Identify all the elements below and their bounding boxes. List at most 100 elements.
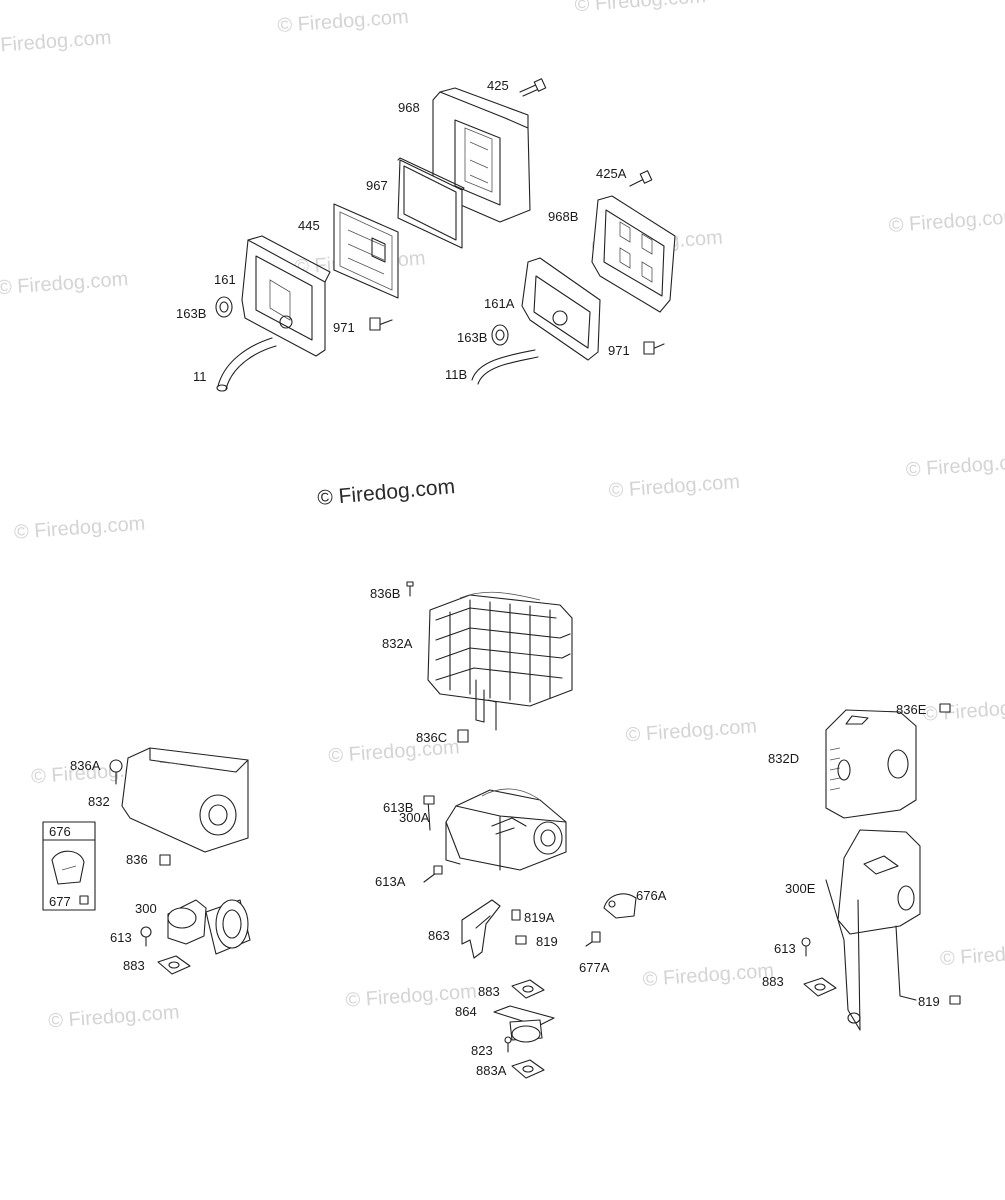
label-300A: 300A <box>399 810 430 825</box>
label-968B: 968B <box>548 209 578 224</box>
label-677: 677 <box>49 894 71 909</box>
label-967: 967 <box>366 178 388 193</box>
label-864: 864 <box>455 1004 477 1019</box>
label-968: 968 <box>398 100 420 115</box>
label-971: 971 <box>333 320 355 335</box>
air-cleaner-cover-968B[interactable] <box>591 195 676 313</box>
label-836E: 836E <box>896 702 927 717</box>
exhaust-elbow-300[interactable] <box>167 899 251 955</box>
gasket-883-b[interactable] <box>511 979 545 999</box>
label-677A: 677A <box>579 960 610 975</box>
label-836C: 836C <box>416 730 447 745</box>
screw-819A[interactable] <box>511 909 521 921</box>
part-labels: 425 968 967 445 161 163B 971 11 425A 968… <box>49 78 940 1078</box>
watermark: © Firedog.com <box>13 513 146 544</box>
label-613: 613 <box>110 930 132 945</box>
watermark: © Firedog.com <box>277 6 410 37</box>
label-832A: 832A <box>382 636 413 651</box>
screw-819[interactable] <box>515 935 527 945</box>
watermark: © Firedog.com <box>574 0 707 16</box>
filter-element-445[interactable] <box>333 203 399 299</box>
watermark: © Firedog.com <box>0 27 112 58</box>
kit-box-676[interactable] <box>42 821 96 911</box>
screw-677A[interactable] <box>585 931 601 947</box>
label-613B: 613B <box>383 800 413 815</box>
label-832: 832 <box>88 794 110 809</box>
label-819: 819 <box>536 934 558 949</box>
breather-tube-11B[interactable] <box>471 349 539 385</box>
watermark: © Firedog.com <box>888 206 1005 237</box>
label-425A: 425A <box>596 166 627 181</box>
label-863: 863 <box>428 928 450 943</box>
label-883: 883 <box>123 958 145 973</box>
label-11: 11 <box>193 369 207 384</box>
label-613A: 613A <box>375 874 406 889</box>
watermark: © Firedog.com <box>625 715 758 746</box>
air-cleaner-base-161A[interactable] <box>521 257 601 361</box>
center-watermark: © Firedog.com <box>316 475 456 510</box>
screw-971[interactable] <box>369 317 393 331</box>
gasket-163B-b[interactable] <box>491 324 509 346</box>
label-11B: 11B <box>445 367 467 382</box>
screw-836C[interactable] <box>457 729 469 743</box>
label-883: 883 <box>478 984 500 999</box>
watermark: © Firedog.com <box>939 939 1005 970</box>
screw-836[interactable] <box>159 854 171 866</box>
screw-836E[interactable] <box>939 703 951 713</box>
label-445: 445 <box>298 218 320 233</box>
screw-971-b[interactable] <box>643 341 665 355</box>
label-836A: 836A <box>70 758 101 773</box>
watermark: © Firedog.com <box>48 1001 181 1032</box>
screw-836A[interactable] <box>109 759 123 785</box>
breather-tube-11[interactable] <box>216 337 277 392</box>
screw-613B[interactable] <box>423 795 435 831</box>
screw-836B[interactable] <box>406 581 414 597</box>
prefilter-967[interactable] <box>397 157 465 249</box>
muffler-300E[interactable] <box>825 829 921 1031</box>
label-676A: 676A <box>636 888 667 903</box>
label-819: 819 <box>918 994 940 1009</box>
label-823: 823 <box>471 1043 493 1058</box>
watermark: © Firedog.com <box>0 268 129 299</box>
muffler-guard-832D[interactable] <box>825 709 917 819</box>
label-971: 971 <box>608 343 630 358</box>
gasket-163B[interactable] <box>215 296 233 318</box>
label-883A: 883A <box>476 1063 507 1078</box>
label-883: 883 <box>762 974 784 989</box>
muffler-300A[interactable] <box>445 788 567 871</box>
label-161: 161 <box>214 272 236 287</box>
bracket-863[interactable] <box>461 899 501 959</box>
gasket-883A[interactable] <box>511 1059 545 1079</box>
spark-arrester-864[interactable] <box>493 1005 555 1043</box>
label-163B: 163B <box>457 330 487 345</box>
label-300E: 300E <box>785 881 816 896</box>
label-676: 676 <box>49 824 71 839</box>
screw-613-b[interactable] <box>801 937 811 957</box>
air-cleaner-base-161[interactable] <box>241 235 331 357</box>
screw-613[interactable] <box>140 926 152 947</box>
label-161A: 161A <box>484 296 515 311</box>
gasket-883[interactable] <box>157 955 191 975</box>
watermark: © Firedog.com <box>905 450 1005 481</box>
screw-819-b[interactable] <box>949 995 961 1005</box>
label-819A: 819A <box>524 910 555 925</box>
watermark: © Firedog.com <box>642 960 775 991</box>
label-163B: 163B <box>176 306 206 321</box>
label-836: 836 <box>126 852 148 867</box>
screw-425[interactable] <box>519 78 547 97</box>
watermark: © Firedog.com <box>608 471 741 502</box>
muffler-guard-832A[interactable] <box>427 591 573 731</box>
label-613: 613 <box>774 941 796 956</box>
deflector-676A[interactable] <box>603 893 637 919</box>
gasket-883-c[interactable] <box>803 977 837 997</box>
screw-425A[interactable] <box>629 170 653 187</box>
label-836B: 836B <box>370 586 400 601</box>
label-300: 300 <box>135 901 157 916</box>
watermark: © Firedog.com <box>922 695 1005 726</box>
screw-613A[interactable] <box>423 865 443 883</box>
label-425: 425 <box>487 78 509 93</box>
muffler-shield-832[interactable] <box>121 747 249 853</box>
screw-823[interactable] <box>504 1036 512 1053</box>
label-832D: 832D <box>768 751 799 766</box>
